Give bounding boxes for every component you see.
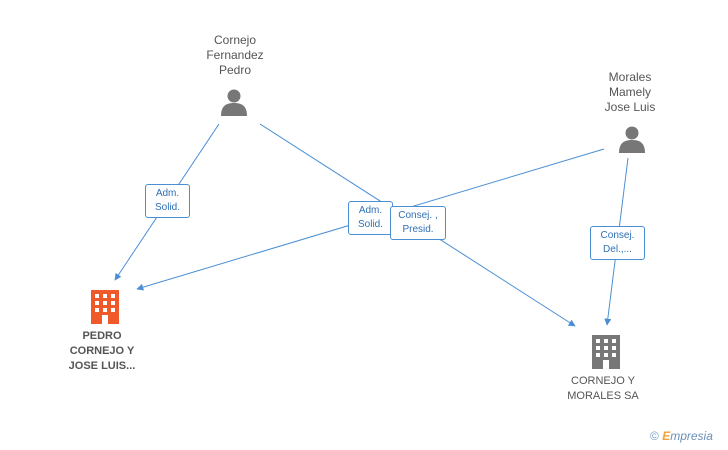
person-icon[interactable] [220,88,248,116]
relation-label-line: Presid. [402,224,434,235]
person-name-line: Fernandez [206,48,264,62]
copyright-symbol: © [650,429,659,443]
brand-logo-initial: E [662,429,671,443]
company-name-line: CORNEJO Y [571,375,635,387]
person-name-line: Cornejo [213,33,257,47]
relation-label-adm-solid[interactable]: Adm. Solid. [145,184,190,218]
brand-watermark: © Empresia [650,429,713,443]
relation-label-line: Del.,... [603,244,632,255]
person-label-cornejo[interactable]: Cornejo Fernandez Pedro [185,33,285,78]
company-name-line: CORNEJO Y [69,345,135,357]
company-name-line: JOSE LUIS... [68,360,136,372]
relation-label-line: Adm. [155,188,180,199]
person-icon[interactable] [618,125,646,153]
company-name-line: PEDRO [82,330,122,342]
relation-label-adm-solid[interactable]: Adm. Solid. [348,201,393,235]
relation-label-consej-del[interactable]: Consej. Del.,... [590,226,645,260]
relation-label-line: Consej. , [398,210,438,221]
relation-label-line: Adm. [358,205,383,216]
relation-label-line: Solid. [154,202,180,213]
company-name-line: MORALES SA [567,390,639,402]
building-icon[interactable] [90,290,120,324]
company-label-pedro-co[interactable]: PEDRO CORNEJO Y JOSE LUIS... [52,329,152,374]
relation-label-consej-presid[interactable]: Consej. , Presid. [390,206,446,240]
person-name-line: Morales [608,70,652,84]
person-label-morales[interactable]: Morales Mamely Jose Luis [580,70,680,115]
person-name-line: Jose Luis [604,100,656,114]
brand-logo-text: mpresia [670,429,713,443]
person-name-line: Pedro [218,63,252,77]
relation-label-line: Solid. [357,219,383,230]
company-label-cornejo-morales[interactable]: CORNEJO Y MORALES SA [553,374,653,404]
building-icon[interactable] [591,335,621,369]
person-name-line: Mamely [608,85,651,99]
relation-label-line: Consej. [600,230,635,241]
